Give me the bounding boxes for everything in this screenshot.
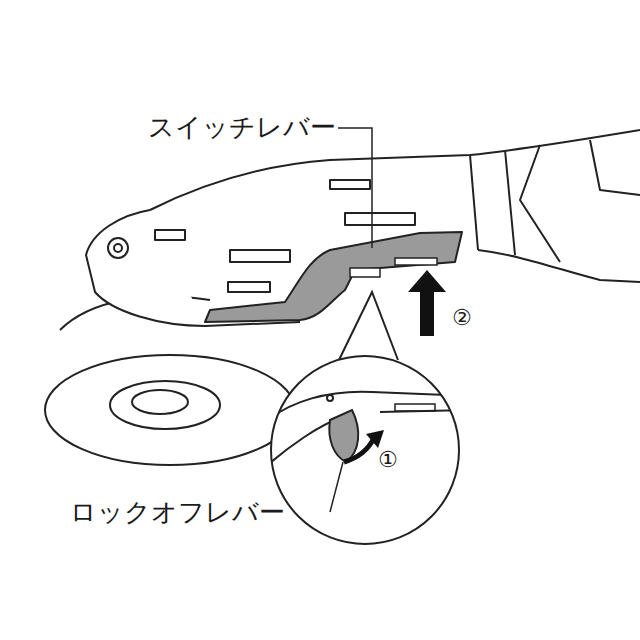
part-name: スイッチレバー xyxy=(148,113,336,142)
callout-number: ② xyxy=(452,306,472,330)
part-name: ロックオフレバー xyxy=(70,498,285,527)
callout-number: ① xyxy=(378,448,398,472)
